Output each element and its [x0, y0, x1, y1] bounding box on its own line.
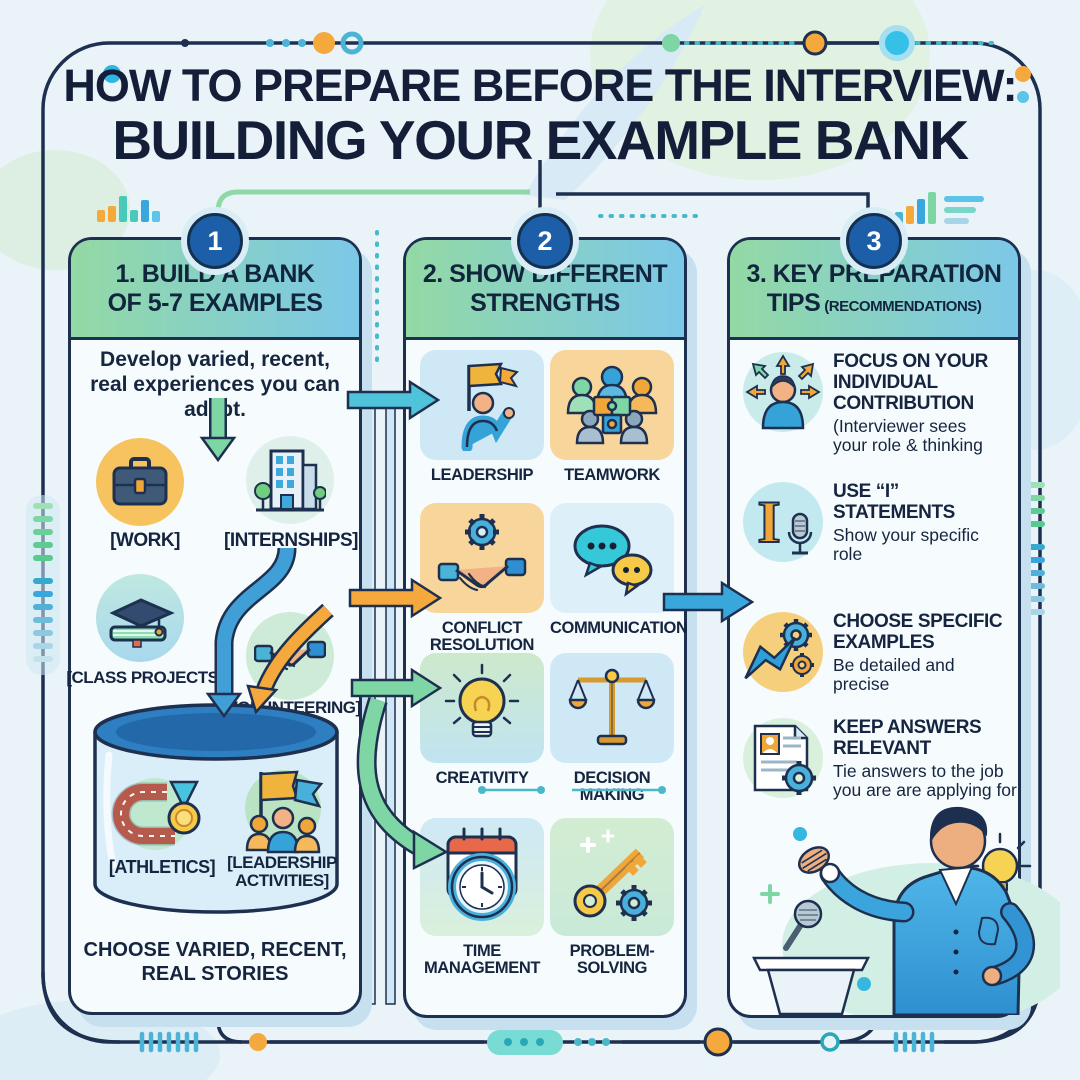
podium-microphone-icon	[751, 899, 871, 1016]
mini-bar-chart-right	[895, 192, 984, 224]
title-line-2: BUILDING YOUR EXAMPLE BANK	[112, 108, 969, 171]
mini-bar-chart-left	[97, 196, 160, 222]
tip-title: FOCUS ON YOUR INDIVIDUAL CONTRIBUTION	[833, 351, 988, 414]
cursor-gears-icon	[743, 612, 823, 692]
card1-header: 1. BUILD A BANK OF 5-7 EXAMPLES	[71, 240, 359, 340]
page-title: HOW TO PREPARE BEFORE THE INTERVIEW: BUI…	[0, 60, 1080, 171]
card1-footer-note: CHOOSE VARIED, RECENT, REAL STORIES	[83, 939, 347, 985]
tip-choose-specific-examples: CHOOSE SPECIFIC EXAMPLES Be detailed and…	[743, 611, 1005, 695]
flag-people-icon	[223, 764, 339, 858]
bank-label-athletics: [ATHLETICS]	[108, 857, 216, 877]
tip-note: Be detailed and precise	[833, 654, 955, 695]
step-badge-2: 2	[517, 213, 573, 269]
briefcase-icon	[96, 438, 184, 526]
card-show-strengths: 2 2. SHOW DIFFERENT STRENGTHS LEADERSHIP	[403, 213, 688, 1018]
card3-heading-line2: TIPS(RECOMMENDATIONS)	[767, 289, 982, 318]
strength-label: LEADERSHIP	[430, 466, 534, 484]
step-badge-3: 3	[846, 213, 902, 269]
graduation-cap-book-icon	[96, 574, 184, 662]
lightbulb-icon	[420, 653, 544, 763]
strength-tile-creativity: CREATIVITY	[420, 653, 544, 787]
strength-tile-decision-making: DECISION MAKING	[550, 653, 674, 805]
card1-heading-line2: OF 5-7 EXAMPLES	[107, 288, 323, 317]
calendar-clock-icon	[420, 818, 544, 936]
person-radiating-arrows-icon	[743, 352, 823, 432]
strength-tile-problem-solving: PROBLEM-SOLVING	[550, 818, 674, 978]
tip-individual-contribution: FOCUS ON YOUR INDIVIDUAL CONTRIBUTION (I…	[743, 351, 1005, 456]
presenter-illustration	[742, 770, 1080, 1027]
flag-bearer-icon	[420, 350, 544, 460]
svg-text:I: I	[757, 489, 780, 555]
balance-scale-icon	[550, 653, 674, 763]
card-build-a-bank: 1 1. BUILD A BANK OF 5-7 EXAMPLES Develo…	[66, 213, 362, 1015]
tip-title: KEEP ANSWERS RELEVANT	[833, 717, 982, 759]
resume-gear-icon	[743, 718, 823, 798]
source-label-class-projects: [CLASS PROJECTS]	[66, 668, 224, 687]
presenter-body	[797, 806, 1035, 1017]
speech-bubbles-icon	[550, 503, 674, 613]
source-label-internships: [INTERNSHIPS]	[224, 530, 358, 551]
strength-label: TIME MANAGEMENT	[423, 942, 541, 978]
handshake-icon	[246, 612, 334, 700]
card2-heading-line2: STRENGTHS	[470, 288, 620, 317]
strength-tile-leadership: LEADERSHIP	[420, 350, 544, 484]
step-badge-1: 1	[187, 213, 243, 269]
strength-label: PROBLEM-SOLVING	[569, 942, 655, 978]
tip-note: Tie answers to the job you are are apply…	[833, 760, 1017, 801]
strength-label: CREATIVITY	[435, 769, 529, 787]
equalizer-left	[33, 503, 53, 662]
card3-heading-suffix: (RECOMMENDATIONS)	[824, 297, 982, 315]
handshake-gear-icon	[420, 503, 544, 613]
presenter-person-icon	[751, 806, 1080, 1027]
strength-label: COMMUNICATION	[550, 619, 688, 637]
strength-label: DECISION MAKING	[573, 769, 651, 805]
strength-tile-teamwork: TEAMWORK	[550, 350, 674, 484]
tip-note: Show your specific role	[833, 524, 979, 565]
running-track-medal-icon	[101, 770, 221, 862]
source-label-work: [WORK]	[110, 530, 180, 551]
key-gear-icon	[550, 818, 674, 936]
strength-tile-time-management: TIME MANAGEMENT	[420, 818, 544, 978]
strength-tile-communication: COMMUNICATION	[550, 503, 688, 637]
card3-heading-tips: TIPS	[766, 288, 821, 317]
tip-note: (Interviewer sees your role & thinking	[833, 415, 983, 456]
title-line-1: HOW TO PREPARE BEFORE THE INTERVIEW:	[63, 60, 1017, 111]
tip-keep-answers-relevant: KEEP ANSWERS RELEVANT Tie answers to the…	[743, 717, 1017, 801]
office-building-icon	[246, 436, 334, 524]
strength-label: CONFLICT RESOLUTION	[429, 619, 535, 655]
tip-title: CHOOSE SPECIFIC EXAMPLES	[833, 611, 1003, 653]
letter-i-microphone-icon: I	[743, 482, 823, 562]
strength-label: TEAMWORK	[564, 466, 660, 484]
equalizer-right	[1027, 482, 1045, 615]
tip-use-i-statements: I USE “I” STATEMENTS Show your specific …	[743, 481, 1005, 565]
people-puzzle-icon	[550, 350, 674, 460]
tip-title: USE “I” STATEMENTS	[833, 481, 955, 523]
card1-description: Develop varied, recent, real experiences…	[90, 348, 340, 421]
strength-tile-conflict-resolution: CONFLICT RESOLUTION	[420, 503, 544, 655]
bank-label-leadership-activities: [LEADERSHIP ACTIVITIES]	[227, 853, 337, 890]
